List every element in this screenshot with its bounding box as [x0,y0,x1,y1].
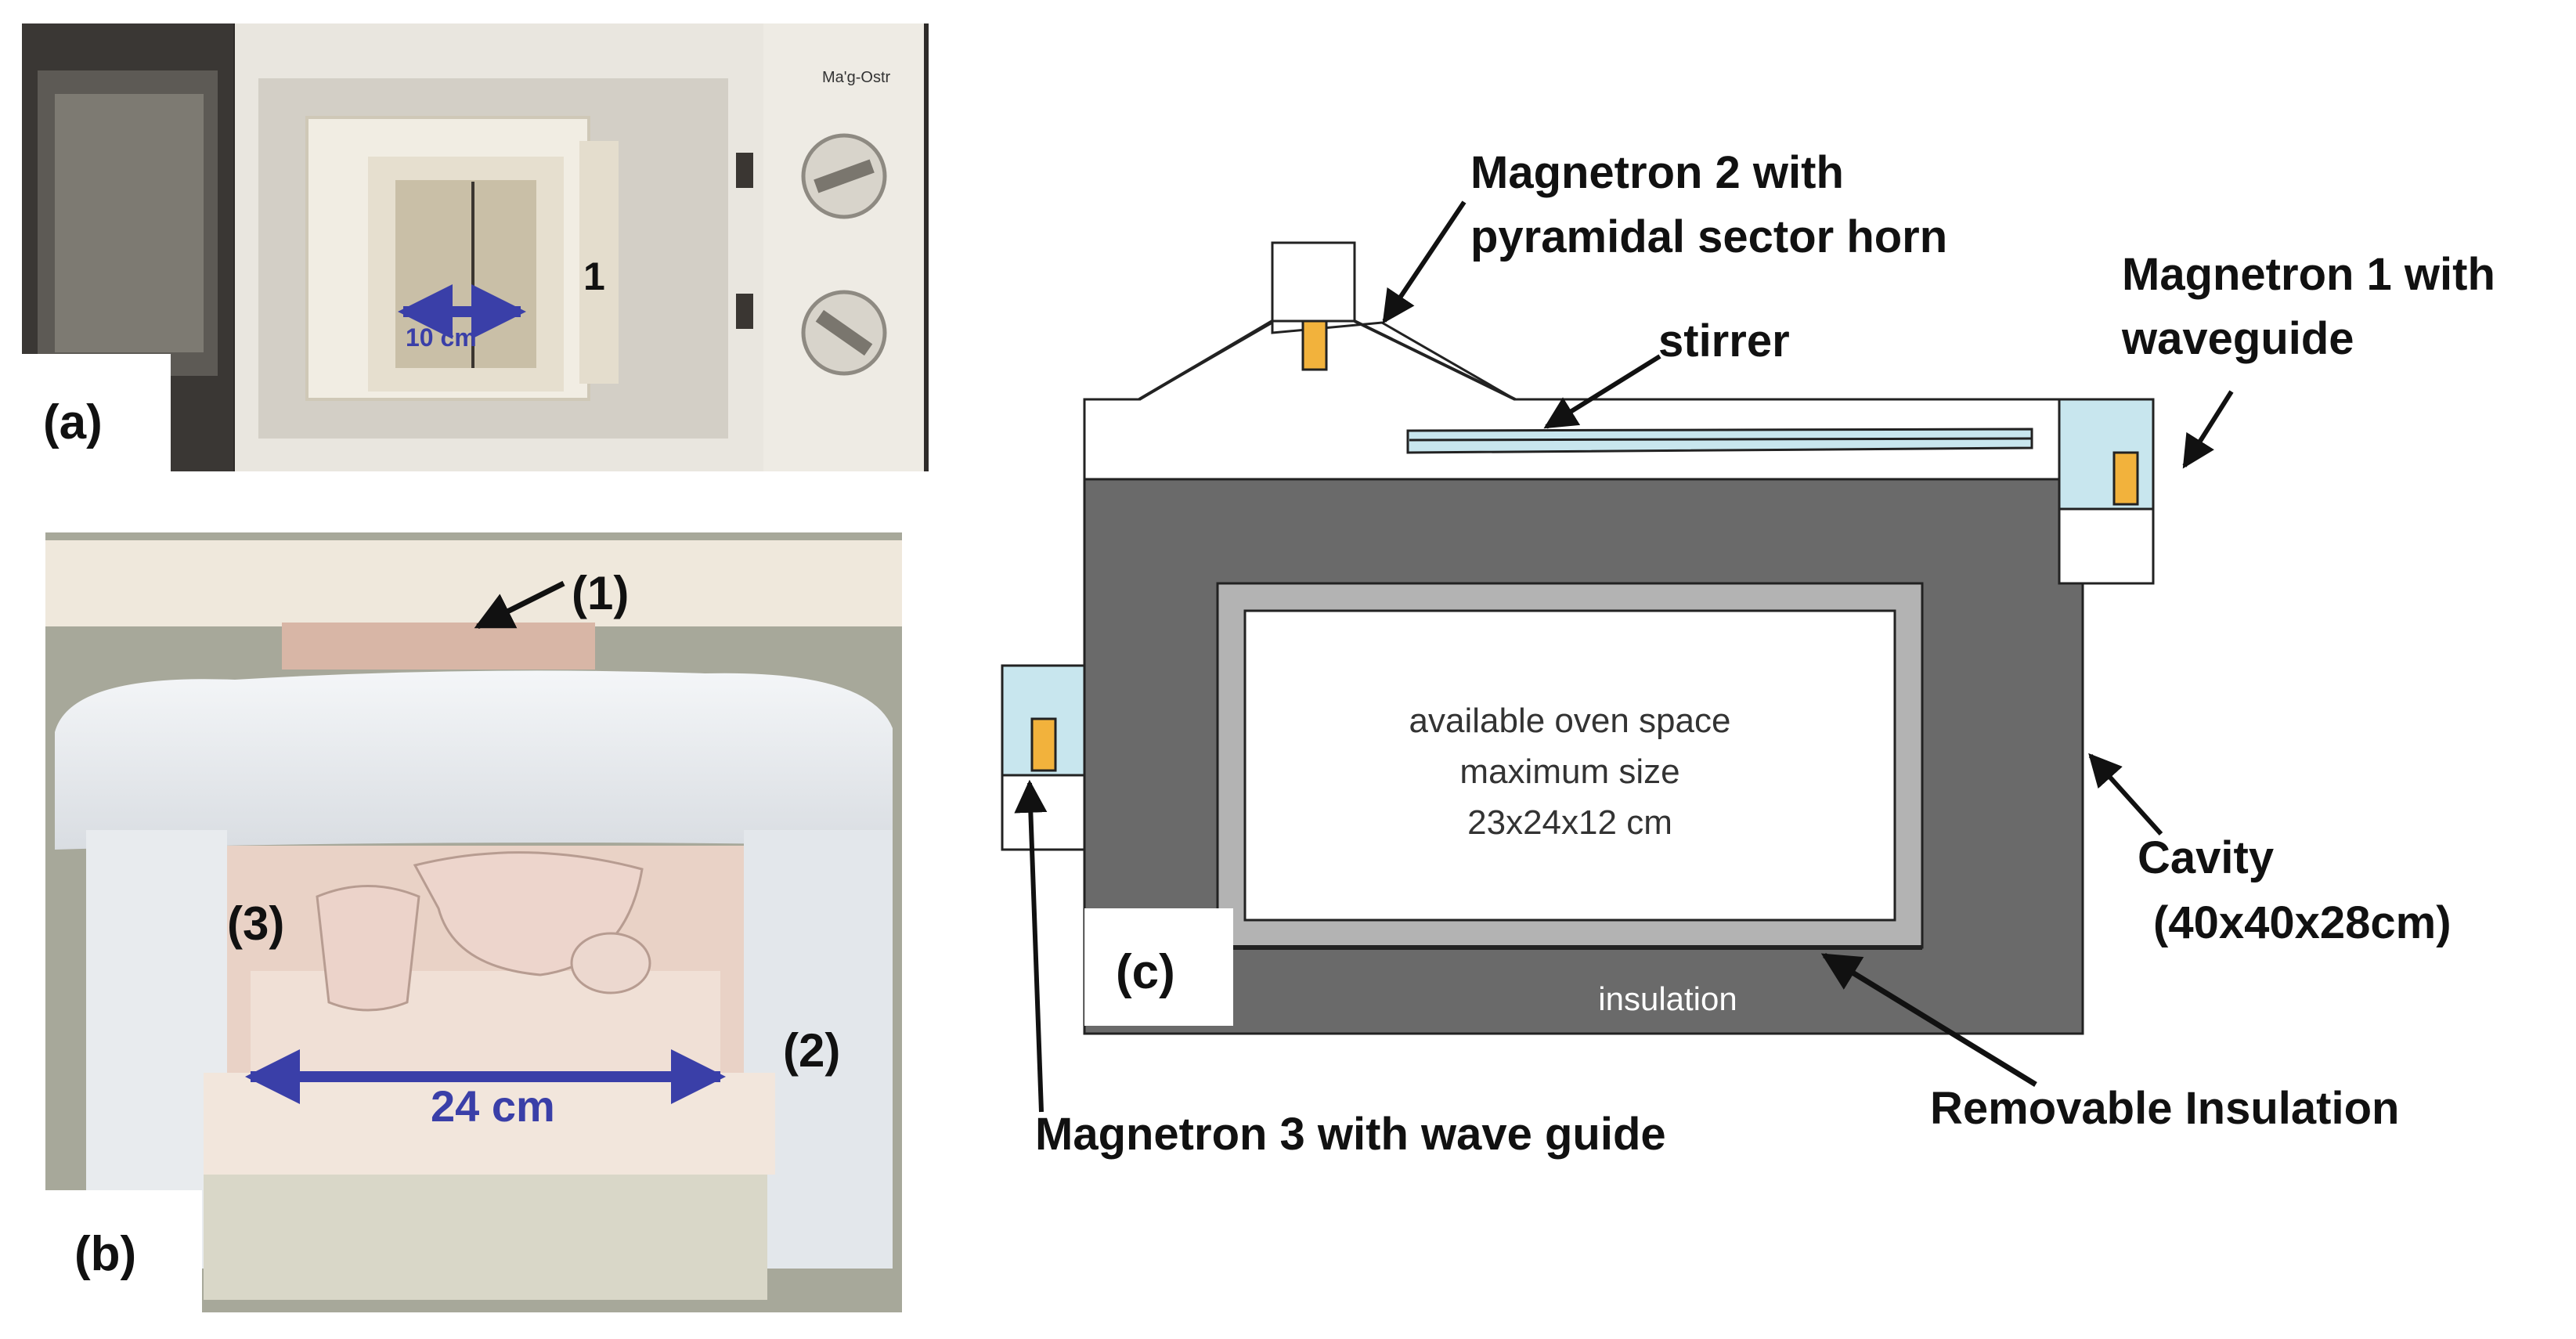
magnetron-1-label-line-1: Magnetron 1 with [2122,249,2495,300]
horn-left-edge [1138,319,1274,401]
panel-c-label-box [1084,908,1233,1026]
oven-brand-badge: Ma'g-Ostr [822,69,890,86]
cavity-label-line-1: Cavity [2138,832,2274,883]
panel-b-label: (b) [74,1227,136,1281]
stirrer-blade [1406,428,2033,454]
panel-b-marker-3: (3) [227,897,284,950]
magnetron-3-antenna [1030,717,1057,772]
magnetron-1-box [2058,507,2155,585]
pottery-stone [570,932,651,994]
arrow-magnetron-1 [2182,390,2234,469]
magnetron-3-label: Magnetron 3 with wave guide [1035,1109,1666,1160]
control-panel [763,23,924,471]
panel-a-label: (a) [43,395,103,449]
magnetron-1-waveguide [2058,398,2155,511]
upper-shelf [45,540,902,626]
scale-label-24cm: 24 cm [431,1081,555,1131]
oven-space-line-3: 23x24x12 cm [1467,803,1672,842]
removable-insulation-label: Removable Insulation [1930,1083,2399,1134]
cavity-label-line-2: (40x40x28cm) [2153,897,2452,948]
insulation-label: insulation [1598,980,1737,1017]
pottery-cup [316,885,420,1012]
magnetron-2-label-line-1: Magnetron 2 with [1470,147,1844,198]
panel-c-diagram: (c) available oven space maximum size 23… [1001,147,2495,1160]
arrow-stirrer [1543,354,1661,429]
available-oven-space [1243,609,1896,922]
arrow-magnetron-3 [1014,779,1048,1113]
magnetron-2-label-line-2: pyramidal sector horn [1470,211,1947,262]
magnetron-2-box [1271,241,1356,323]
magnetron-3-box [1001,774,1086,851]
magnetron-1-label-line-2: waveguide [2121,313,2354,364]
panel-a-label-box [22,354,171,471]
oven-space-line-1: available oven space [1409,702,1731,740]
oven-space-line-2: maximum size [1459,753,1679,791]
insulation-wool-top [55,670,893,850]
panel-c-label: (c) [1116,945,1175,999]
arrow-magnetron-2 [1382,200,1467,324]
panel-a-marker-1: 1 [583,254,605,298]
panel-b-marker-2: (2) [783,1024,840,1077]
stirrer-label: stirrer [1658,316,1790,366]
arrow-cavity [2088,753,2163,836]
scale-label-10cm: 10 cm [406,323,477,352]
panel-b-marker-1: (1) [572,567,629,619]
insulation-wool-right [744,830,893,1269]
panel-a-photo: Ma'g-Ostr 10 cm 1 (a) [22,23,929,471]
magnetron-1-antenna [2112,451,2139,506]
arrow-marker-1 [474,580,565,630]
magnetron-2-antenna [1301,319,1328,371]
panel-b-label-box [45,1190,202,1312]
horn-right-edge [1354,319,1516,401]
arrow-removable-insulation [1820,953,2037,1087]
panel-b-photo: (1) (3) (2) 24 cm (b) [45,532,902,1312]
